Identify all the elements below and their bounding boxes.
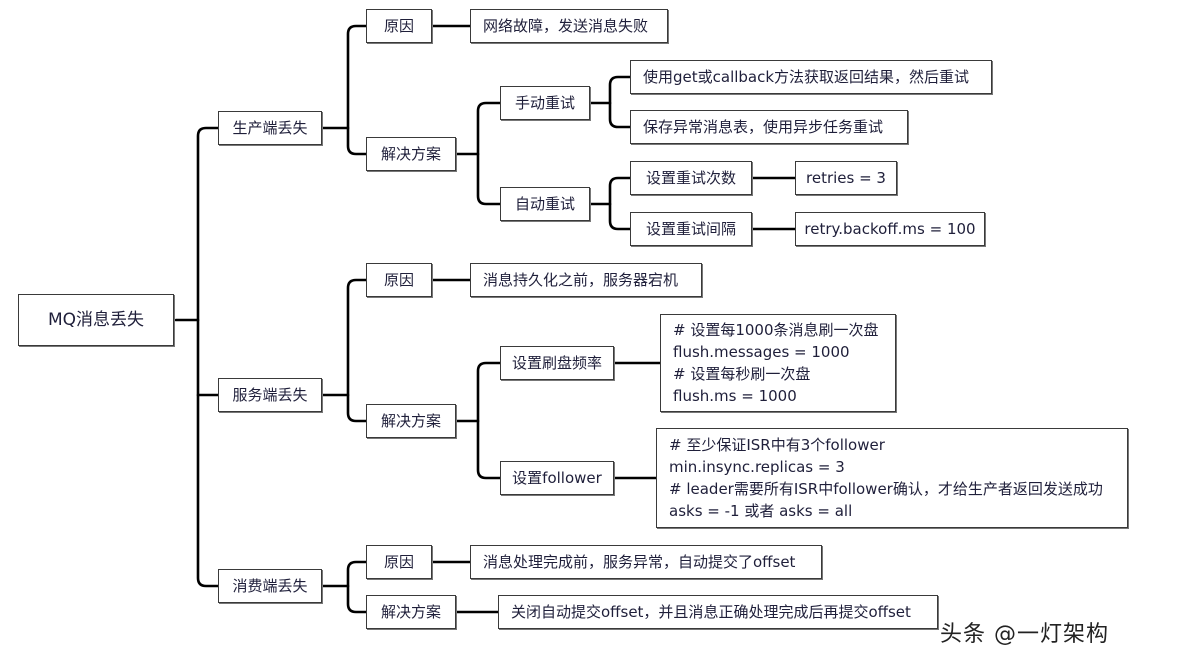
follower-config-block[interactable]: # 至少保证ISR中有3个follower min.insync.replica… (656, 428, 1128, 528)
manual-retry-item-1-text: 使用get或callback方法获取返回结果，然后重试 (643, 68, 970, 86)
flush-config-line-4: flush.ms = 1000 (673, 387, 797, 405)
broker-cause-node[interactable]: 原因 (366, 263, 432, 297)
root-node[interactable]: MQ消息丢失 (18, 294, 174, 346)
manual-retry-node[interactable]: 手动重试 (500, 86, 590, 120)
retries-value-node[interactable]: retries = 3 (795, 161, 897, 195)
connector-broker-sol-branch (476, 361, 502, 480)
retry-interval-label: 设置重试间隔 (645, 220, 736, 238)
flush-config-line-2: flush.messages = 1000 (673, 343, 850, 361)
producer-cause-detail[interactable]: 网络故障，发送消息失败 (470, 9, 668, 43)
retry-count-node[interactable]: 设置重试次数 (630, 161, 752, 195)
connector-level1-trunk (196, 126, 220, 588)
follower-config-line-4: asks = -1 或者 asks = all (669, 502, 853, 520)
producer-cause-node[interactable]: 原因 (366, 9, 432, 43)
auto-retry-label: 自动重试 (514, 195, 575, 213)
consumer-cause-label: 原因 (383, 553, 414, 571)
producer-label: 生产端丢失 (232, 119, 308, 137)
retry-count-label: 设置重试次数 (645, 169, 736, 187)
manual-retry-item-1[interactable]: 使用get或callback方法获取返回结果，然后重试 (630, 60, 992, 94)
root-label: MQ消息丢失 (47, 310, 145, 330)
broker-cause-detail[interactable]: 消息持久化之前，服务器宕机 (470, 263, 702, 297)
consumer-cause-detail[interactable]: 消息处理完成前，服务异常，自动提交了offset (470, 545, 822, 579)
consumer-solution-label: 解决方案 (380, 603, 441, 621)
follower-config-line-2: min.insync.replicas = 3 (669, 458, 845, 476)
broker-solution-node[interactable]: 解决方案 (366, 404, 456, 438)
consumer-cause-detail-text: 消息处理完成前，服务异常，自动提交了offset (483, 553, 796, 571)
flush-config-line-1: # 设置每1000条消息刷一次盘 (673, 321, 879, 339)
follower-config-line-3: # leader需要所有ISR中follower确认，才给生产者返回发送成功 (669, 480, 1103, 498)
connector-auto-branch (608, 176, 632, 231)
flush-config-block[interactable]: # 设置每1000条消息刷一次盘 flush.messages = 1000 #… (660, 314, 896, 412)
flush-node[interactable]: 设置刷盘频率 (500, 346, 614, 380)
flush-label: 设置刷盘频率 (511, 354, 602, 372)
consumer-label: 消费端丢失 (232, 577, 308, 595)
broker-solution-label: 解决方案 (380, 412, 441, 430)
follower-config-line-1: # 至少保证ISR中有3个follower (669, 436, 885, 454)
producer-cause-detail-text: 网络故障，发送消息失败 (483, 17, 649, 35)
broker-node[interactable]: 服务端丢失 (218, 378, 322, 412)
consumer-node[interactable]: 消费端丢失 (218, 569, 322, 603)
retry-interval-node[interactable]: 设置重试间隔 (630, 212, 752, 246)
connector-manual-branch (608, 75, 632, 129)
flush-config-line-3: # 设置每秒刷一次盘 (673, 365, 811, 383)
producer-solution-node[interactable]: 解决方案 (366, 137, 456, 171)
watermark: 头条 @一灯架构 (940, 622, 1109, 647)
connector-solution-branch (476, 101, 502, 206)
manual-retry-item-2-text: 保存异常消息表，使用异步任务重试 (643, 118, 884, 136)
consumer-solution-node[interactable]: 解决方案 (366, 595, 456, 629)
backoff-value-node[interactable]: retry.backoff.ms = 100 (795, 212, 985, 246)
auto-retry-node[interactable]: 自动重试 (500, 187, 590, 221)
broker-label: 服务端丢失 (232, 386, 308, 404)
broker-cause-detail-text: 消息持久化之前，服务器宕机 (483, 271, 679, 289)
manual-retry-label: 手动重试 (514, 94, 575, 112)
follower-node[interactable]: 设置follower (500, 461, 614, 495)
consumer-solution-detail-text: 关闭自动提交offset，并且消息正确处理完成后再提交offset (511, 603, 911, 621)
consumer-cause-node[interactable]: 原因 (366, 545, 432, 579)
connector-consumer-branch (346, 560, 368, 614)
producer-solution-label: 解决方案 (380, 145, 441, 163)
consumer-solution-detail[interactable]: 关闭自动提交offset，并且消息正确处理完成后再提交offset (498, 595, 938, 629)
broker-cause-label: 原因 (383, 271, 414, 289)
retries-value: retries = 3 (806, 169, 886, 187)
connector-broker-branch (346, 278, 368, 423)
backoff-value: retry.backoff.ms = 100 (804, 220, 976, 238)
producer-node[interactable]: 生产端丢失 (218, 111, 322, 145)
connector-producer-branch (346, 24, 368, 156)
manual-retry-item-2[interactable]: 保存异常消息表，使用异步任务重试 (630, 110, 908, 144)
producer-cause-label: 原因 (383, 17, 414, 35)
follower-label: 设置follower (512, 469, 602, 487)
